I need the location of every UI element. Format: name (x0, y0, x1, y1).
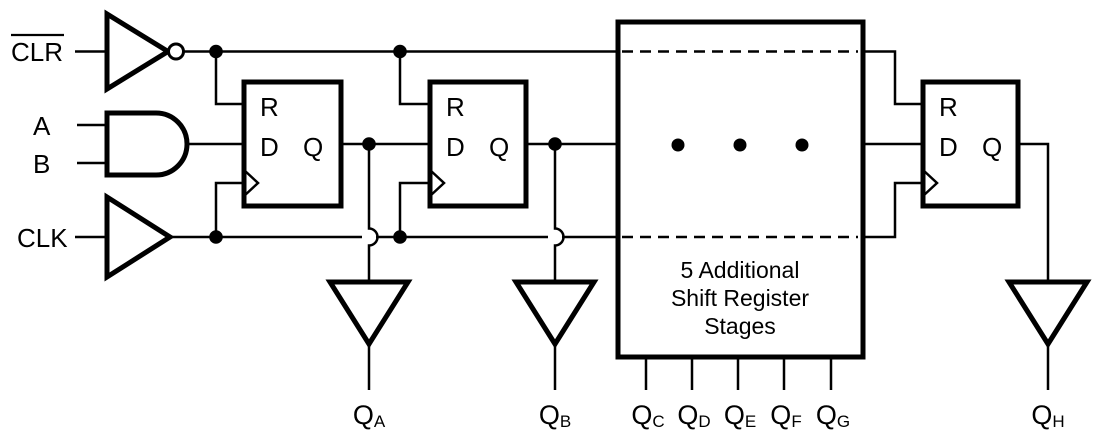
junction-dot (362, 137, 376, 151)
qf-output-label: QF (770, 400, 801, 431)
flipflop-body (427, 79, 529, 209)
ff2-reset-branch-wire (398, 51, 431, 106)
qd-output-label: QD (677, 400, 710, 431)
ff2-clock-branch-wire (398, 181, 431, 237)
stages-box-text-line1: 5 Additional (681, 257, 800, 283)
qb-output-buffer (511, 279, 599, 390)
flipflop-body (920, 79, 1021, 209)
junction-dot (548, 137, 562, 151)
clk-input-section: CLK (17, 192, 175, 282)
ff2-data-label: D (446, 132, 465, 162)
clock-net (170, 181, 620, 244)
ff1-data-label: D (260, 132, 279, 162)
junction-dot (393, 44, 407, 59)
stage-a-flipflop: R D Q (241, 79, 344, 209)
output-buffer-icon (511, 279, 599, 349)
ellipsis-dot-icon (795, 138, 809, 152)
qg-output-label: QG (816, 400, 850, 431)
ff3-reset-label: R (939, 92, 958, 122)
b-input-label: B (33, 149, 50, 179)
junction-dot (209, 44, 223, 59)
clock-exit-wire (861, 181, 924, 239)
ff3-data-label: D (939, 132, 958, 162)
stages-box-outline (615, 19, 866, 360)
ellipsis-dot-icon (733, 138, 747, 152)
ff1-reset-branch-wire (214, 51, 245, 106)
output-buffer-icon (325, 279, 413, 349)
ff2-reset-label: R (446, 92, 465, 122)
clock-edge-chevron-icon (243, 169, 260, 197)
clk-buffer-icon (104, 192, 175, 282)
clock-edge-chevron-icon (429, 169, 446, 197)
clear-net (183, 44, 620, 106)
qh-output-label: QH (1031, 400, 1064, 431)
inverter-gate-icon (104, 9, 185, 94)
stage-b-flipflop: R D Q (427, 79, 529, 209)
and-gate-icon (104, 110, 190, 178)
clr-input-section: CLR (11, 9, 185, 94)
clear-exit-wire (861, 50, 924, 106)
qa-output-label: QA (353, 400, 386, 431)
inverter-triangle (104, 9, 173, 94)
qc-output-label: QC (631, 400, 664, 431)
qb-drop-wire (553, 144, 565, 282)
clk-input-label: CLK (17, 223, 68, 253)
ff2-output-label: Q (489, 132, 509, 162)
qe-output-label: QE (724, 400, 756, 431)
clock-edge-chevron-icon (922, 169, 939, 197)
additional-stages-box: 5 Additional Shift Register Stages (615, 19, 866, 390)
clr-input-label: CLR (11, 37, 63, 67)
a-input-label: A (33, 111, 51, 141)
ff1-reset-label: R (260, 92, 279, 122)
output-labels: QA QB QC QD QE QF QG QH (353, 400, 1065, 431)
ff1-clock-branch-wire (214, 181, 245, 237)
output-buffer-icon (1004, 279, 1092, 349)
last-stage-routing (861, 50, 924, 239)
qa-output-buffer (325, 279, 413, 390)
qa-drop-wire (367, 144, 379, 282)
stages-box-text-line2: Shift Register (671, 285, 809, 311)
flipflop-body (241, 79, 344, 209)
ellipsis-dot-icon (671, 138, 685, 152)
qb-output-label: QB (539, 400, 571, 431)
stage-h-flipflop: R D Q (920, 79, 1050, 282)
qh-output-buffer (1004, 279, 1092, 390)
stage-a-output-net (341, 137, 431, 282)
ff3-output-label: Q (982, 132, 1002, 162)
stages-box-text-line3: Stages (704, 313, 776, 339)
ff3-q-wire (1016, 142, 1050, 282)
junction-dot (393, 230, 407, 244)
serial-data-input-section: A B (33, 110, 245, 179)
inverter-bubble (167, 42, 185, 61)
ff1-output-label: Q (303, 132, 323, 162)
stage-b-output-net (526, 137, 620, 282)
junction-dot (209, 230, 223, 244)
